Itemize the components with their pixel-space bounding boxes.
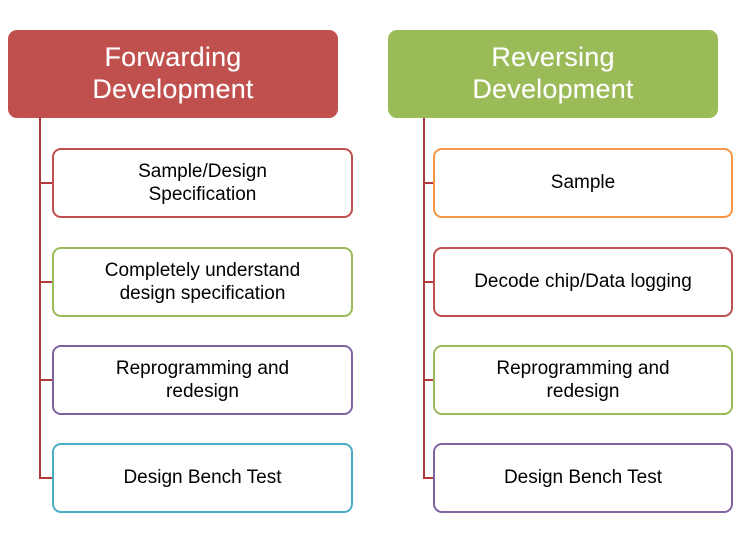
item-reversing-3-line1: Reprogramming and	[496, 357, 670, 379]
item-reversing-1-line1: Sample	[550, 172, 616, 194]
item-reversing-4[interactable]: Design Bench Test	[433, 443, 733, 513]
connector-trunk-forwarding	[39, 118, 41, 479]
item-forwarding-1-line2: Specification	[148, 184, 257, 205]
connector-stub-forwarding-1	[39, 182, 53, 184]
connector-stub-reversing-2	[423, 281, 433, 283]
item-reversing-4-label: Design Bench Test	[496, 466, 670, 489]
item-reversing-1[interactable]: Sample	[433, 148, 733, 218]
item-forwarding-2-line1: Completely understand	[104, 259, 301, 281]
connector-stub-reversing-1	[423, 182, 433, 184]
connector-trunk-reversing	[423, 118, 425, 479]
header-forwarding-line2: Development	[92, 74, 254, 104]
item-reversing-2-label: Decode chip/Data logging	[466, 270, 700, 293]
header-forwarding-label: Forwarding Development	[86, 42, 259, 106]
column-reversing-development: Reversing Development Sample Decode chip…	[375, 0, 750, 553]
item-forwarding-3-label: Reprogramming and redesign	[108, 357, 297, 403]
item-forwarding-3[interactable]: Reprogramming and redesign	[52, 345, 353, 415]
item-forwarding-3-line1: Reprogramming and	[115, 357, 290, 379]
item-reversing-3-label: Reprogramming and redesign	[488, 357, 677, 403]
item-forwarding-1-line1: Sample/Design	[138, 160, 267, 182]
item-forwarding-4-label: Design Bench Test	[115, 466, 289, 489]
header-reversing-line2: Development	[472, 74, 634, 104]
header-forwarding-development[interactable]: Forwarding Development	[8, 30, 338, 118]
item-reversing-3[interactable]: Reprogramming and redesign	[433, 345, 733, 415]
item-forwarding-2-label: Completely understand design specificati…	[97, 259, 308, 305]
item-reversing-3-line2: redesign	[546, 381, 620, 402]
header-reversing-line1: Reversing	[491, 42, 615, 73]
item-forwarding-2-line2: design specification	[119, 283, 286, 304]
column-forwarding-development: Forwarding Development Sample/Design Spe…	[8, 30, 353, 513]
connector-stub-forwarding-3	[39, 379, 53, 381]
item-forwarding-3-line2: redesign	[166, 381, 239, 402]
header-forwarding-line1: Forwarding	[104, 42, 242, 73]
connector-stub-forwarding-2	[39, 281, 53, 283]
item-forwarding-1[interactable]: Sample/Design Specification	[52, 148, 353, 218]
header-reversing-development[interactable]: Reversing Development	[388, 30, 718, 118]
connector-stub-reversing-3	[423, 379, 433, 381]
header-reversing-label: Reversing Development	[466, 42, 639, 106]
item-forwarding-1-label: Sample/Design Specification	[130, 160, 275, 206]
item-reversing-2[interactable]: Decode chip/Data logging	[433, 247, 733, 317]
connector-stub-forwarding-4	[39, 477, 53, 479]
item-reversing-1-label: Sample	[543, 171, 623, 194]
item-reversing-2-line1: Decode chip/Data logging	[474, 271, 692, 293]
item-forwarding-2[interactable]: Completely understand design specificati…	[52, 247, 353, 317]
item-forwarding-4[interactable]: Design Bench Test	[52, 443, 353, 513]
item-reversing-4-line1: Design Bench Test	[503, 467, 663, 489]
connector-stub-reversing-4	[423, 477, 433, 479]
item-forwarding-4-line1: Design Bench Test	[123, 467, 282, 489]
